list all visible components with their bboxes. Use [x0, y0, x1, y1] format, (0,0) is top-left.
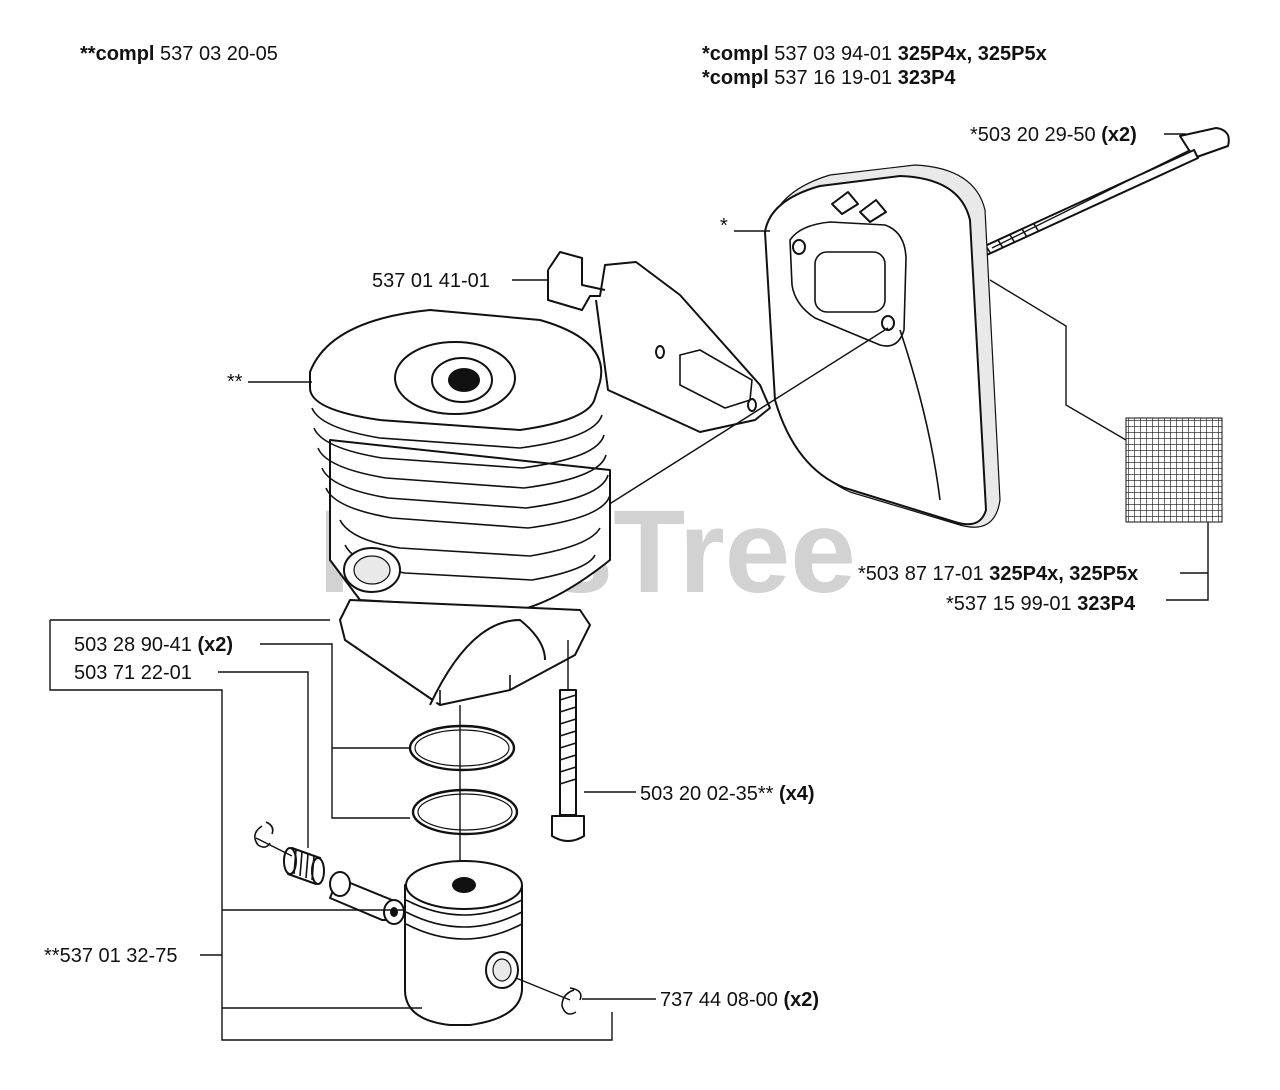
label-ring: 503 28 90-41 (x2): [74, 634, 233, 656]
leader-bearing: [218, 671, 309, 848]
label-screen-a: *503 87 17-01 325P4x, 325P5x: [858, 563, 1138, 585]
header-left-label: **compl 537 03 20-05: [80, 43, 278, 65]
circlip-right: [561, 987, 582, 1015]
pin-axis-line-left: [255, 837, 293, 857]
cylinder-part: [309, 309, 611, 706]
muffler-screw: [949, 127, 1230, 271]
cylinder-base-screw: [551, 689, 585, 842]
needle-bearing: [283, 847, 325, 885]
piston-pin: [329, 871, 405, 925]
label-circlip: 737 44 08-00 (x2): [660, 989, 819, 1011]
bracket-piston-ties: [222, 909, 422, 1009]
gasket-axis-line: [599, 327, 889, 511]
pin-axis-line-right: [515, 977, 571, 1001]
header-right-label-1: *compl 537 03 94-01 325P4x, 325P5x: [702, 43, 1047, 65]
label-piston: **537 01 32-75: [44, 945, 177, 967]
label-muffler: *: [720, 215, 728, 237]
leader-screen: [1166, 522, 1209, 601]
bracket-piston-assembly: [221, 910, 613, 1041]
piston-part: [404, 860, 523, 1026]
header-right-label-2: *compl 537 16 19-01 323P4: [702, 67, 956, 89]
label-cylinder: **: [227, 371, 243, 393]
screw-axis-line: [991, 149, 1191, 249]
bracket-cylinder-assembly: [49, 620, 223, 910]
leader-ring: [260, 643, 410, 819]
piston-rings: [408, 724, 519, 836]
label-screen-b: *537 15 99-01 323P4: [946, 593, 1136, 615]
gasket-part: [547, 251, 771, 433]
label-gasket: 537 01 41-01: [372, 270, 490, 292]
label-screw-top: *503 20 29-50 (x2): [970, 124, 1137, 146]
leader-muffler-screen: [989, 279, 1127, 441]
spark-screen: [1125, 417, 1223, 523]
muffler-part: [764, 164, 1001, 528]
label-bearing: 503 71 22-01: [74, 662, 192, 684]
circlip-left: [254, 821, 274, 848]
label-screw-base: 503 20 02-35** (x4): [640, 783, 815, 805]
